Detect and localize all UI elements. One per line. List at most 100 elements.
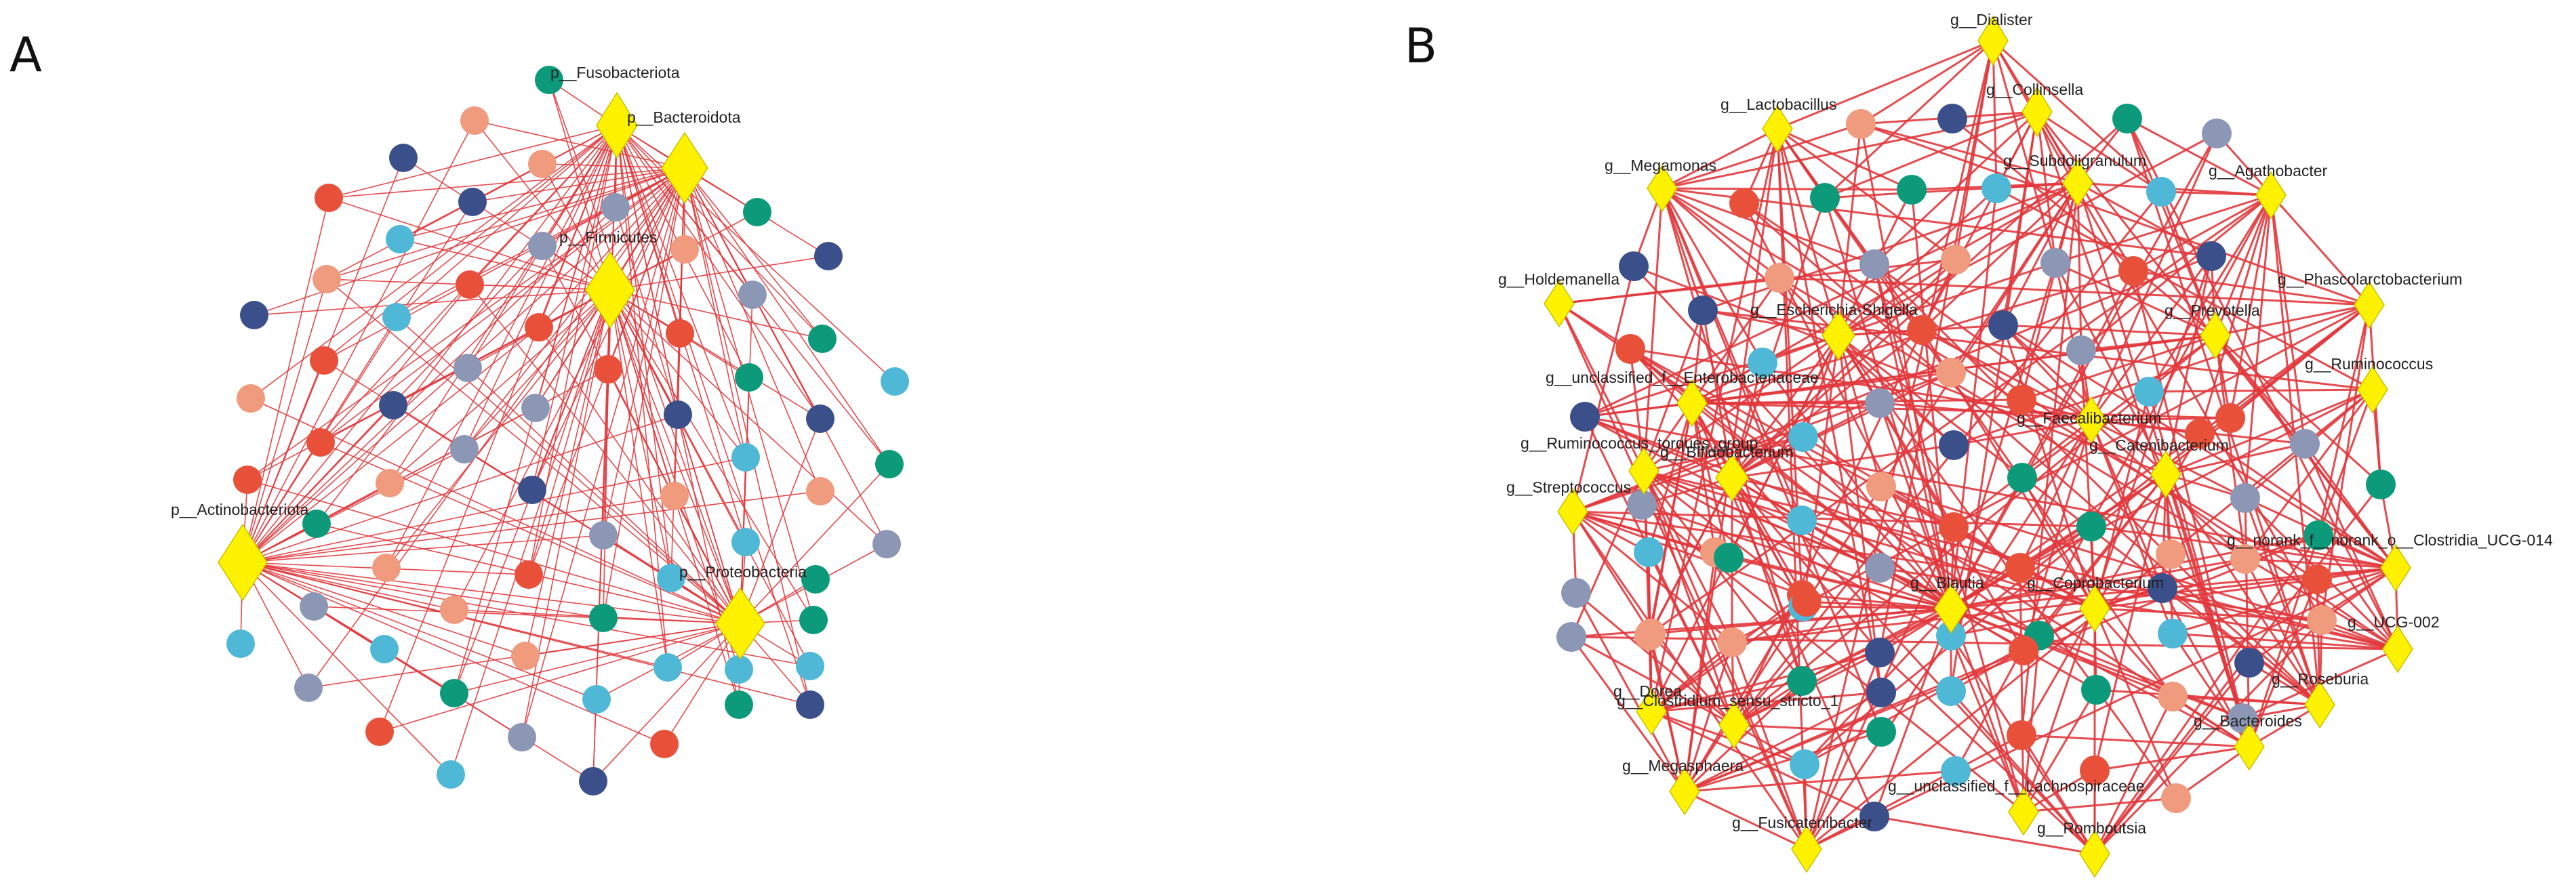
hub-label: g__Coprobacterium	[2027, 574, 2164, 592]
network-node	[386, 225, 414, 253]
hub-node	[2008, 787, 2039, 836]
network-edge	[2229, 194, 2272, 419]
network-edge	[2055, 194, 2272, 264]
hub-label: g__norank_f__norank_o__Clostridia_UCG-01…	[2227, 531, 2553, 549]
network-edge	[399, 167, 685, 240]
network-edge	[1650, 194, 2272, 635]
network-edge	[1691, 402, 1716, 553]
network-edge	[2094, 578, 2318, 610]
network-node	[1790, 749, 1819, 779]
network-node	[808, 325, 837, 353]
panel-a-nodes	[226, 66, 909, 795]
network-node	[2081, 675, 2111, 705]
network-edge	[242, 562, 451, 775]
network-edge	[2132, 270, 2251, 747]
network-node	[735, 363, 763, 392]
network-edge	[1779, 276, 2398, 650]
network-node	[1717, 627, 1747, 657]
network-edge	[674, 495, 741, 624]
network-edge	[1777, 127, 1912, 191]
network-edge	[1571, 607, 1952, 638]
network-edge	[1643, 436, 1804, 472]
network-edge	[1684, 790, 1807, 850]
network-node	[437, 760, 465, 789]
hub-label: g__Bifidobacterium	[1660, 443, 1794, 461]
network-edge	[1584, 334, 1839, 418]
network-edge	[1805, 40, 1994, 850]
network-node	[589, 604, 618, 632]
network-edge	[450, 289, 611, 775]
network-edge	[2214, 194, 2272, 336]
network-edge	[525, 289, 611, 657]
network-edge	[1651, 680, 1803, 713]
hub-node	[585, 251, 635, 329]
network-edge	[664, 623, 741, 745]
network-edge	[242, 278, 327, 563]
network-node	[1936, 358, 1966, 388]
network-node	[796, 690, 824, 719]
network-node	[2307, 605, 2337, 635]
network-edge	[1874, 263, 2092, 421]
network-edge	[1731, 197, 1826, 478]
network-edge	[1744, 202, 2398, 650]
network-edge	[396, 125, 618, 318]
network-edge	[1630, 348, 2250, 748]
network-edge	[609, 289, 814, 621]
network-edge	[1662, 187, 1780, 279]
hub-label: p__Actinobacteriota	[171, 501, 309, 518]
network-edge	[308, 167, 685, 688]
network-edge	[1572, 436, 1804, 513]
network-edge	[1880, 485, 2095, 610]
network-node	[1634, 621, 1664, 650]
network-node	[515, 560, 543, 589]
hub-node	[1557, 487, 1588, 536]
network-edge	[2320, 304, 2371, 621]
network-edge	[1575, 592, 1686, 792]
panel-a-hubs: p__Fusobacteriotap__Bacteroidotap__Firmi…	[171, 64, 807, 660]
hub-label: g__Bacteroides	[2194, 712, 2302, 730]
hub-label: g__Escherichia-Shigella	[1750, 301, 1918, 318]
network-node	[1619, 251, 1649, 281]
network-node	[1865, 388, 1895, 418]
network-edge	[247, 479, 741, 624]
network-edge	[379, 125, 618, 732]
network-node	[2158, 682, 2188, 711]
network-edge	[1860, 123, 2078, 184]
network-node	[2156, 539, 2186, 569]
network-node	[725, 655, 753, 684]
network-edge	[1643, 334, 1839, 472]
network-node	[2290, 429, 2320, 459]
network-node	[1765, 263, 1794, 293]
network-node	[2215, 403, 2245, 433]
network-edge	[1570, 636, 1686, 792]
network-edge	[2036, 111, 2244, 719]
hub-label: p__Firmicutes	[559, 228, 657, 246]
network-edge	[379, 623, 741, 732]
hub-node	[2076, 396, 2107, 444]
panel-b: B g__Dialisterg__Collinsellag__Lactobaci…	[1405, 11, 2553, 878]
network-node	[508, 723, 536, 751]
network-node	[2158, 619, 2188, 648]
network-node	[725, 690, 753, 719]
network-edge	[2077, 182, 2212, 257]
hub-node	[2200, 311, 2231, 360]
network-edge	[616, 125, 811, 705]
network-edge	[250, 125, 618, 399]
network-node	[2007, 720, 2036, 750]
network-edge	[1954, 194, 2272, 772]
network-edge	[609, 289, 887, 545]
network-node	[460, 106, 489, 135]
network-node	[458, 188, 487, 216]
hub-node	[2079, 584, 2110, 633]
network-edge	[528, 125, 618, 575]
network-edge	[684, 167, 811, 705]
network-node	[370, 635, 399, 663]
network-edge	[531, 125, 618, 491]
hub-node	[2150, 450, 2181, 499]
network-edge	[1824, 39, 1994, 199]
network-node	[233, 466, 262, 494]
network-node	[1615, 334, 1645, 364]
network-edge	[609, 167, 685, 291]
network-edge	[521, 167, 685, 738]
network-edge	[2020, 735, 2096, 854]
